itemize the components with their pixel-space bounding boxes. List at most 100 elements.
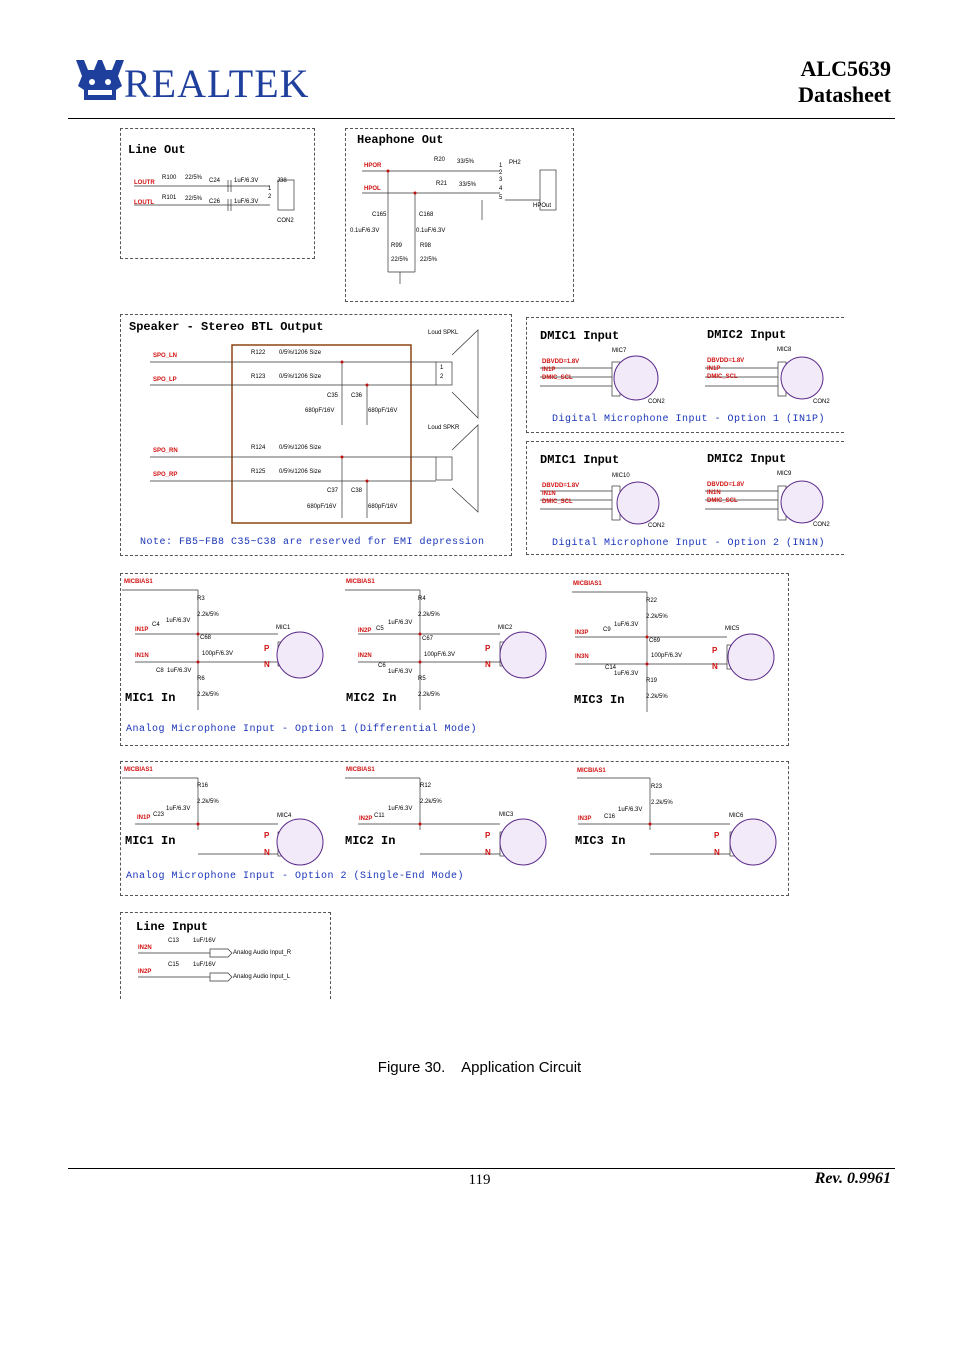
part-label: C68 [200, 635, 212, 641]
part-label: C16 [604, 814, 616, 820]
part-label: MIC4 [277, 813, 292, 819]
part-label: 0/5%/1206 Size [279, 445, 322, 451]
part-label: 1uF/16V [193, 938, 216, 944]
part-label: CON2 [813, 522, 830, 528]
part-label: C35 [327, 393, 339, 399]
pin-label: N [264, 660, 270, 669]
net-label: MICBIAS1 [124, 579, 153, 585]
part-label: MIC5 [725, 626, 740, 632]
net-label: DBVDD=1.8V [542, 483, 580, 489]
net-label: SPO_RN [153, 448, 178, 454]
mic2-title: MIC2 In [346, 691, 397, 705]
pin-label: 1 [268, 186, 272, 192]
pin-label: 3 [499, 177, 503, 183]
part-label: R99 [391, 243, 403, 249]
mic2-title: MIC2 In [345, 834, 396, 848]
part-label: 1uF/6.3V [618, 807, 643, 813]
part-label: J38 [277, 178, 287, 184]
part-label: 1uF/6.3V [166, 618, 191, 624]
net-label: MICBIAS1 [577, 768, 606, 774]
pin-label: 1 [440, 365, 444, 371]
net-label: IN2P [358, 628, 372, 634]
net-label: IN1N [707, 490, 721, 496]
realtek-logo [70, 56, 130, 108]
part-label: 1uF/6.3V [614, 671, 639, 677]
part-label: 22/5% [185, 175, 203, 181]
part-label: R98 [420, 243, 432, 249]
part-label: C4 [152, 622, 160, 628]
pin-label: N [712, 662, 718, 671]
mic3-title: MIC3 In [575, 834, 626, 848]
part-label: C13 [168, 938, 180, 944]
net-label: IN3P [578, 816, 592, 822]
net-label: MICBIAS1 [573, 581, 602, 587]
part-label: Loud SPKL [428, 330, 459, 336]
pin-label: P [264, 831, 270, 840]
part-label: 2.2k/5% [197, 612, 219, 618]
net-label: IN1N [542, 491, 556, 497]
pin-label: N [264, 848, 270, 857]
part-label: R100 [162, 175, 177, 181]
dmic2-title: DMIC2 Input [707, 452, 787, 466]
pin-label: 5 [499, 195, 503, 201]
part-label: 22/5% [185, 196, 203, 202]
pin-label: P [712, 646, 718, 655]
net-label: MICBIAS1 [346, 767, 375, 773]
part-label: 680pF/16V [307, 504, 337, 510]
dmic-option2-note: Digital Microphone Input - Option 2 (IN1… [552, 538, 826, 549]
pin-label: N [485, 660, 491, 669]
part-label: R20 [434, 157, 446, 163]
part-label: 0/5%/1206 Size [279, 374, 322, 380]
part-label: MIC6 [729, 813, 744, 819]
part-label: C69 [649, 638, 661, 644]
net-label: HPOL [364, 186, 381, 192]
line-input-block [120, 912, 331, 999]
part-label: 0.1uF/6.3V [350, 228, 380, 234]
net-label: DMIC_SCL [707, 498, 738, 504]
part-label: 33/5% [457, 159, 475, 165]
part-label: 1uF/6.3V [234, 199, 259, 205]
figure-caption: Figure 30. Application Circuit [377, 1059, 582, 1076]
pin-label: 4 [499, 186, 503, 192]
pin-label: P [485, 831, 491, 840]
pin-label: 1 [499, 163, 503, 169]
part-label: C67 [422, 636, 434, 642]
header-rule [68, 118, 895, 119]
part-label: 0/5%/1206 Size [279, 350, 322, 356]
part-label: 100pF/6.3V [424, 652, 456, 658]
part-label: 1uF/6.3V [388, 806, 413, 812]
part-label: 2.2k/5% [197, 799, 219, 805]
line-out-block [120, 128, 315, 259]
pin-label: P [485, 644, 491, 653]
part-label: MIC10 [612, 473, 630, 479]
pin-label: N [714, 848, 720, 857]
net-label: MICBIAS1 [124, 767, 153, 773]
part-label: 2.2k/5% [646, 614, 668, 620]
net-label: IN2P [359, 816, 373, 822]
part-label: 2.2k/5% [418, 612, 440, 618]
part-label: MIC2 [498, 625, 513, 631]
part-label: Analog Audio Input_R [233, 950, 292, 956]
net-label: DBVDD=1.8V [707, 358, 745, 364]
part-label: C6 [378, 663, 386, 669]
part-label: MIC9 [777, 471, 792, 477]
part-label: 2.2k/5% [646, 694, 668, 700]
part-label: R22 [646, 598, 658, 604]
part-label: R5 [418, 676, 426, 682]
part-label: 2.2k/5% [418, 692, 440, 698]
part-label: 2.2k/5% [197, 692, 219, 698]
footer-rule [68, 1168, 895, 1169]
part-label: HPOut [533, 203, 552, 209]
part-label: 33/5% [459, 182, 477, 188]
part-label: 2.2k/5% [651, 800, 673, 806]
part-label: 1uF/6.3V [234, 178, 259, 184]
document-type: Datasheet [798, 82, 891, 107]
part-label: R122 [251, 350, 266, 356]
dmic2-title: DMIC2 Input [707, 328, 787, 342]
net-label: IN1P [135, 627, 149, 633]
part-label: 100pF/6.3V [651, 653, 683, 659]
net-label: IN1P [137, 815, 151, 821]
part-label: C9 [603, 627, 611, 633]
